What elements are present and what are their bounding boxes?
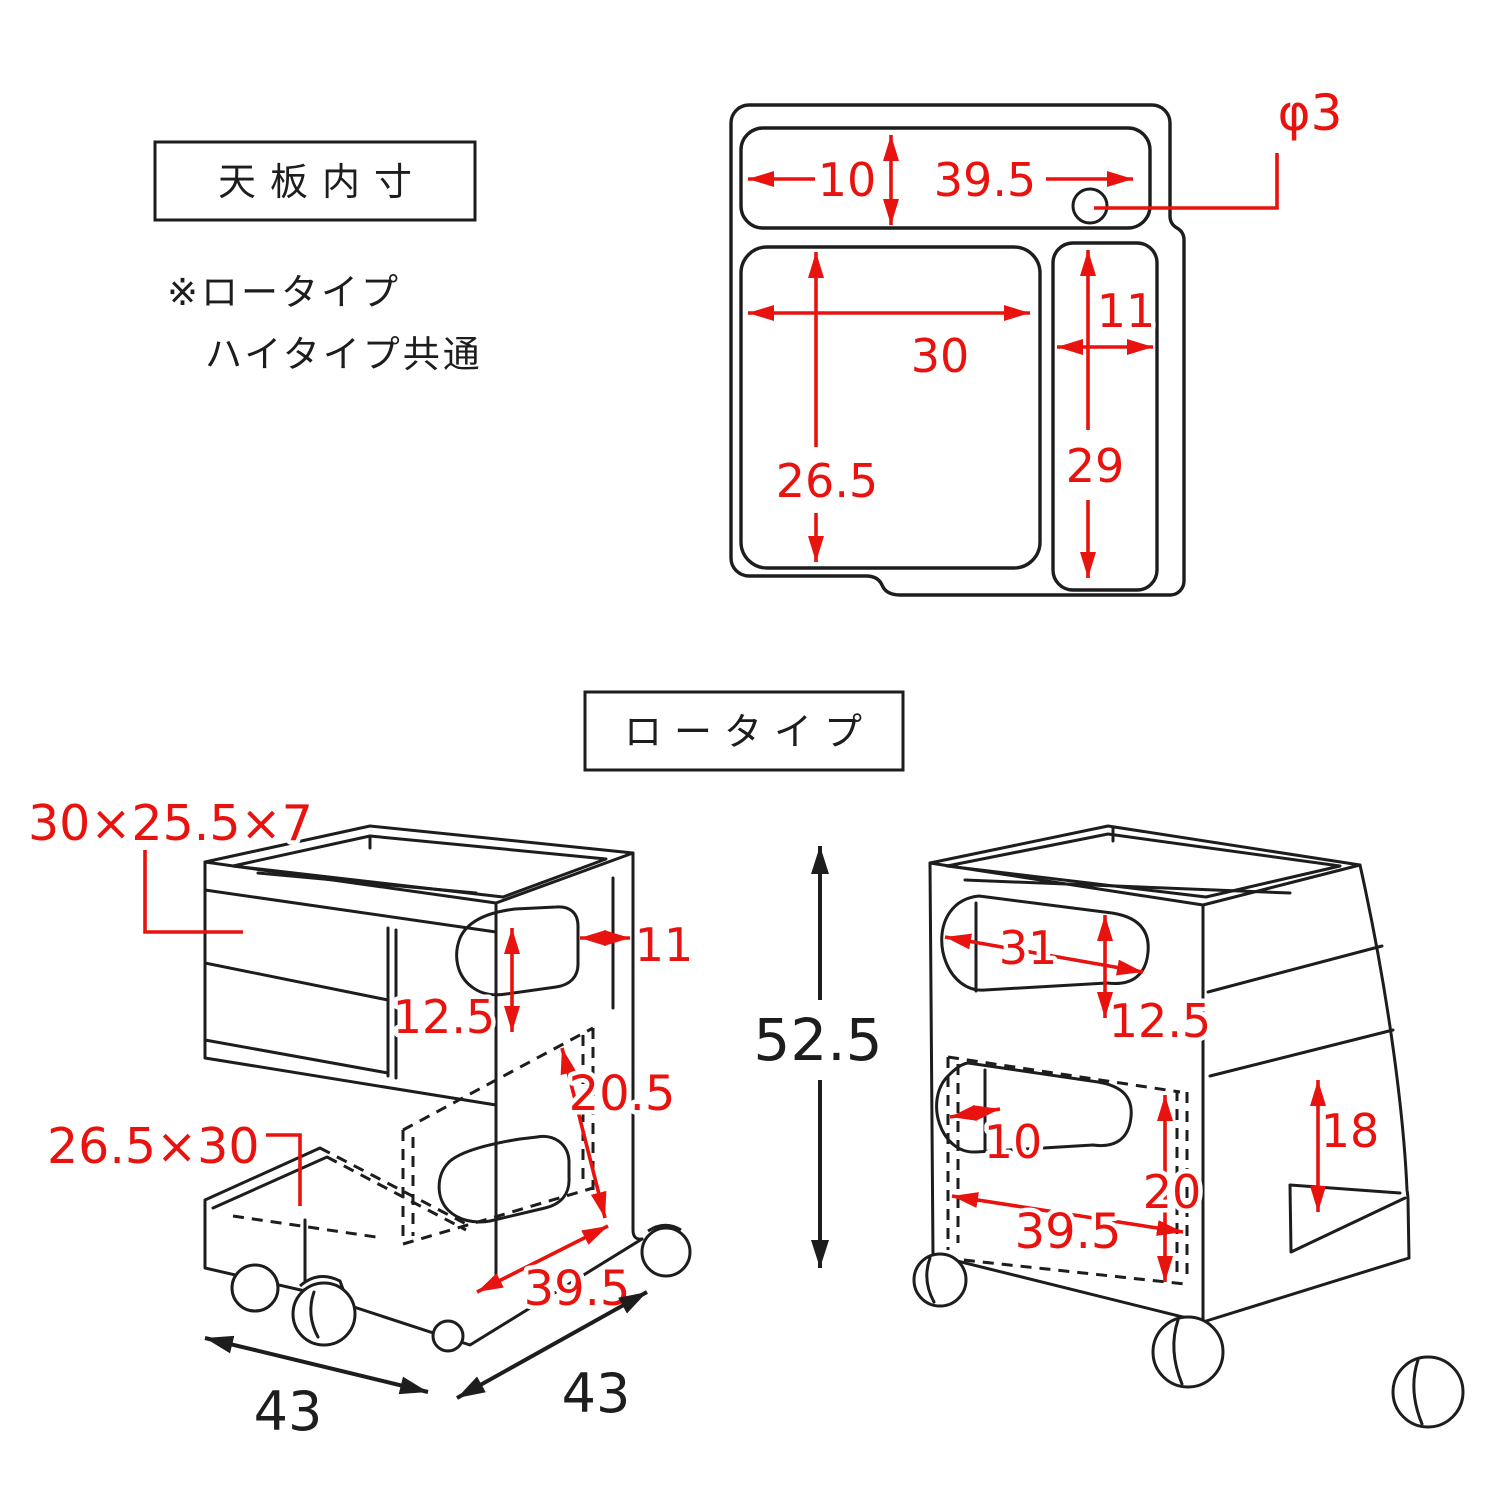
dim-bottom-tray-size: 26.5×30 — [47, 1118, 260, 1175]
right-cart-shelf-interior — [1288, 1183, 1407, 1254]
caster — [912, 1252, 968, 1308]
hole-leader — [1094, 153, 1279, 210]
right-cart-hidden-box — [944, 1055, 1189, 1286]
dim-middle-opening-height: 20 — [1143, 1165, 1202, 1219]
caster — [1151, 1315, 1225, 1389]
left-cart-drawer-divider-1 — [203, 961, 390, 1002]
right-cart-side-band-2 — [1208, 1028, 1395, 1078]
tray-leader — [266, 1133, 302, 1206]
top-view-outline — [729, 103, 1186, 597]
right-cart-upper-opening — [940, 894, 1150, 992]
dim-side-rim-width: 11 — [635, 918, 694, 972]
dim-arrow-width — [204, 1335, 429, 1395]
dim-middle-opening-height: 20.5 — [569, 1066, 676, 1122]
pen-hole — [1071, 187, 1109, 225]
caster — [230, 1263, 280, 1313]
dim-side-depth: 29 — [1066, 439, 1125, 493]
dim-side-width: 11 — [1097, 284, 1156, 338]
left-cart-tray-hidden — [232, 1146, 471, 1239]
right-cart-top-divider — [963, 826, 1292, 895]
dim-top-tray-depth: 10 — [818, 153, 877, 207]
low-type-label-title: ロータイプ — [624, 710, 874, 754]
dim-width: 43 — [254, 1380, 323, 1443]
right-cart-front-face — [928, 861, 1205, 1324]
left-cart-top-band — [203, 888, 498, 934]
left-cart-top-tray-divider — [256, 834, 478, 895]
dim-overall-height: 52.5 — [753, 1006, 882, 1074]
caster-detail — [1412, 1358, 1424, 1426]
top-tray — [739, 126, 1152, 230]
low-type-label: ロータイプ — [583, 690, 905, 772]
caster — [291, 1281, 357, 1347]
top-board-label-box — [153, 140, 477, 222]
top-board-note-line2: ハイタイプ共通 — [205, 333, 483, 376]
right-cart-casters — [912, 1252, 1465, 1429]
caster — [640, 1226, 692, 1278]
right-cart-lower-opening — [935, 1061, 1133, 1154]
low-type-label-box — [583, 690, 905, 772]
left-cart-drawer-edge — [386, 926, 398, 1080]
caster-detail — [309, 1290, 320, 1339]
top-board-label-title: 天板内寸 — [218, 160, 426, 204]
dim-main-depth: 26.5 — [776, 454, 878, 508]
right-cart-bottom-edge — [1201, 1256, 1411, 1324]
dim-arrow-depth — [456, 1290, 648, 1400]
dim-top-tray-width: 39.5 — [934, 153, 1036, 207]
dim-main-width: 30 — [911, 329, 970, 383]
caster-detail — [1172, 1318, 1184, 1386]
dim-arrow-middle-opening-w — [476, 1224, 609, 1294]
dim-upper-opening-height: 12.5 — [1109, 994, 1211, 1048]
right-cart-right-edge — [1358, 863, 1411, 1260]
dim-hole-diameter: φ3 — [1278, 84, 1343, 142]
left-cart-drawer-divider-2 — [203, 1038, 390, 1075]
caster-detail — [925, 1256, 936, 1304]
left-cart-right-edge — [631, 851, 644, 1241]
dim-upper-opening-width: 31 — [999, 921, 1058, 975]
dim-front-lip-depth: 10 — [984, 1115, 1043, 1169]
right-cart-side-band-1 — [1206, 944, 1384, 994]
overall-height-dimension: 52.5 — [749, 846, 887, 1268]
caster — [431, 1319, 465, 1353]
side-compartment — [1051, 241, 1159, 592]
dim-arrow-middle-opening-h — [560, 1047, 607, 1219]
dim-arrow-front-lip — [949, 1104, 1001, 1122]
dim-upper-opening-height: 12.5 — [393, 990, 495, 1044]
top-board-label: 天板内寸 ※ロータイプ ハイタイプ共通 — [153, 140, 483, 376]
left-cart: 30×25.5×7 12.5 11 20.5 26.5×30 39.5 43 4… — [24, 791, 698, 1448]
drawer-leader — [143, 850, 243, 934]
caster — [1391, 1355, 1465, 1429]
right-cart: 31 12.5 10 20 39.5 18 — [912, 824, 1465, 1429]
dim-arrow-middle-opening-w — [951, 1192, 1184, 1236]
top-view: 10 39.5 φ3 30 26.5 11 29 — [729, 80, 1347, 597]
main-compartment — [739, 245, 1042, 570]
top-board-note-line1: ※ロータイプ — [167, 271, 401, 314]
dim-middle-opening-width: 39.5 — [1015, 1204, 1122, 1260]
dim-depth: 43 — [562, 1362, 631, 1425]
left-cart-lower-opening — [437, 1134, 571, 1224]
dim-drawer-size: 30×25.5×7 — [28, 795, 313, 852]
left-cart-upper-opening — [455, 905, 580, 997]
dim-side-shelf-height: 18 — [1321, 1104, 1380, 1158]
left-cart-drawer-face — [203, 860, 498, 1107]
